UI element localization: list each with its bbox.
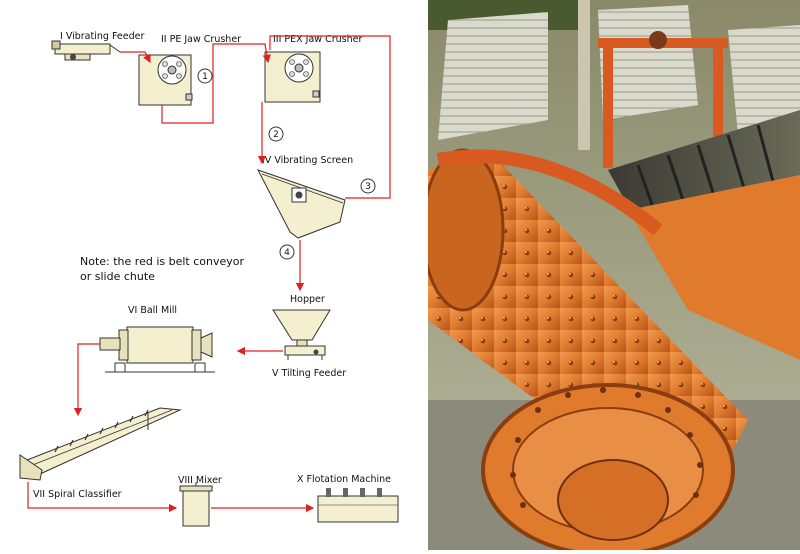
label-ball-mill: VI Ball Mill [128, 305, 177, 316]
spiral-classifier [20, 408, 180, 480]
tilting-feeder [285, 346, 325, 360]
step-marker-2: 2 [269, 127, 283, 141]
svg-text:2: 2 [273, 130, 279, 140]
hopper [273, 310, 330, 346]
step-marker-3: 3 [361, 179, 375, 193]
vibrating-feeder [52, 41, 120, 60]
svg-text:3: 3 [365, 182, 371, 192]
svg-text:4: 4 [284, 248, 290, 258]
ball-mill-photo-svg [428, 0, 800, 550]
label-tilting-feeder: V Tilting Feeder [272, 368, 346, 379]
label-hopper: Hopper [290, 294, 325, 305]
note-line-1: Note: the red is belt conveyor [80, 255, 244, 268]
flow-diagram: I Vibrating Feeder II PE Jaw Crusher III… [0, 0, 428, 550]
svg-text:1: 1 [202, 72, 208, 82]
ball-mill [100, 327, 215, 372]
pex-jaw-crusher [265, 52, 320, 102]
label-flotation-machine: X Flotation Machine [297, 474, 391, 485]
mixer [180, 482, 212, 526]
flotation-machine [318, 488, 398, 522]
step-marker-4: 4 [280, 245, 294, 259]
flow-diagram-svg: I Vibrating Feeder II PE Jaw Crusher III… [0, 0, 428, 550]
vibrating-screen [258, 170, 345, 238]
label-spiral-classifier: VII Spiral Classifier [33, 489, 122, 500]
pe-jaw-crusher [139, 55, 192, 105]
ball-mill-photo [428, 0, 800, 550]
label-vibrating-screen: IV Vibrating Screen [262, 155, 353, 166]
label-mixer: VIII Mixer [178, 475, 222, 486]
step-marker-1: 1 [198, 69, 212, 83]
label-pe-jaw-crusher: II PE Jaw Crusher [161, 34, 241, 45]
note-line-2: or slide chute [80, 270, 155, 283]
label-vibrating-feeder: I Vibrating Feeder [60, 31, 144, 42]
